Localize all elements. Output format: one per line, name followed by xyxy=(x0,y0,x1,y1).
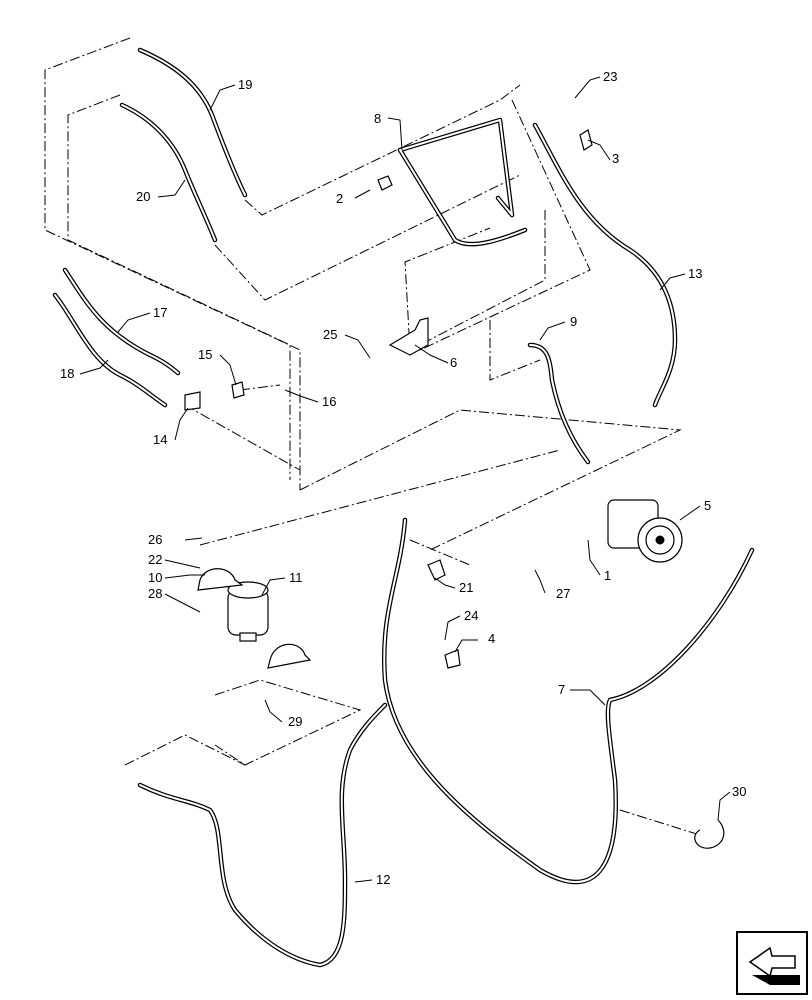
callout-12: 12 xyxy=(376,872,390,887)
clamp-2 xyxy=(377,175,393,191)
fitting-21 xyxy=(427,559,446,581)
callout-24: 24 xyxy=(464,608,478,623)
callout-16: 16 xyxy=(322,394,336,409)
strap-30 xyxy=(694,819,725,849)
callout-18: 18 xyxy=(60,366,74,381)
callout-5: 5 xyxy=(704,498,711,513)
callout-19: 19 xyxy=(238,77,252,92)
next-page-arrow-icon[interactable] xyxy=(736,931,808,995)
clamp-10 xyxy=(197,568,244,591)
callout-15: 15 xyxy=(198,347,212,362)
callout-11: 11 xyxy=(289,570,303,585)
clip-15 xyxy=(231,381,245,399)
callout-3: 3 xyxy=(612,151,619,166)
compressor-5 xyxy=(607,499,683,563)
callout-6: 6 xyxy=(450,355,457,370)
hose-9 xyxy=(527,342,591,465)
callout-8: 8 xyxy=(374,111,381,126)
callout-4: 4 xyxy=(488,631,495,646)
leader-lines xyxy=(79,76,731,883)
callout-20: 20 xyxy=(136,189,150,204)
callout-13: 13 xyxy=(688,266,702,281)
receiver-drier-11 xyxy=(227,581,269,642)
callout-25: 25 xyxy=(323,327,337,342)
callout-17: 17 xyxy=(153,305,167,320)
clip-4 xyxy=(444,649,461,669)
callout-21: 21 xyxy=(459,580,473,595)
callout-9: 9 xyxy=(570,314,577,329)
bracket-6 xyxy=(388,317,429,356)
callout-28: 28 xyxy=(148,586,162,601)
callout-30: 30 xyxy=(732,784,746,799)
callout-10: 10 xyxy=(148,570,162,585)
callout-27: 27 xyxy=(556,586,570,601)
clip-14 xyxy=(184,391,201,411)
hose-13 xyxy=(532,122,678,408)
callout-labels: 1 2 3 4 5 6 7 8 9 10 11 12 13 14 15 16 1… xyxy=(60,69,746,887)
phantom-lines xyxy=(44,37,701,836)
hose-20 xyxy=(119,102,218,243)
callout-29: 29 xyxy=(288,714,302,729)
clip-3 xyxy=(579,129,593,151)
callout-2: 2 xyxy=(336,191,343,206)
callout-23: 23 xyxy=(603,69,617,84)
hose-7 xyxy=(382,517,755,885)
hose-12 xyxy=(137,702,388,968)
tube-8 xyxy=(397,117,528,247)
callout-22: 22 xyxy=(148,552,162,567)
tube-17 xyxy=(62,267,181,376)
callout-1: 1 xyxy=(604,568,611,583)
callout-14: 14 xyxy=(153,432,167,447)
callout-7: 7 xyxy=(558,682,565,697)
tube-18 xyxy=(52,292,168,408)
clamp-lower-receiver xyxy=(267,643,312,669)
hose-19 xyxy=(137,47,248,198)
callout-26: 26 xyxy=(148,532,162,547)
